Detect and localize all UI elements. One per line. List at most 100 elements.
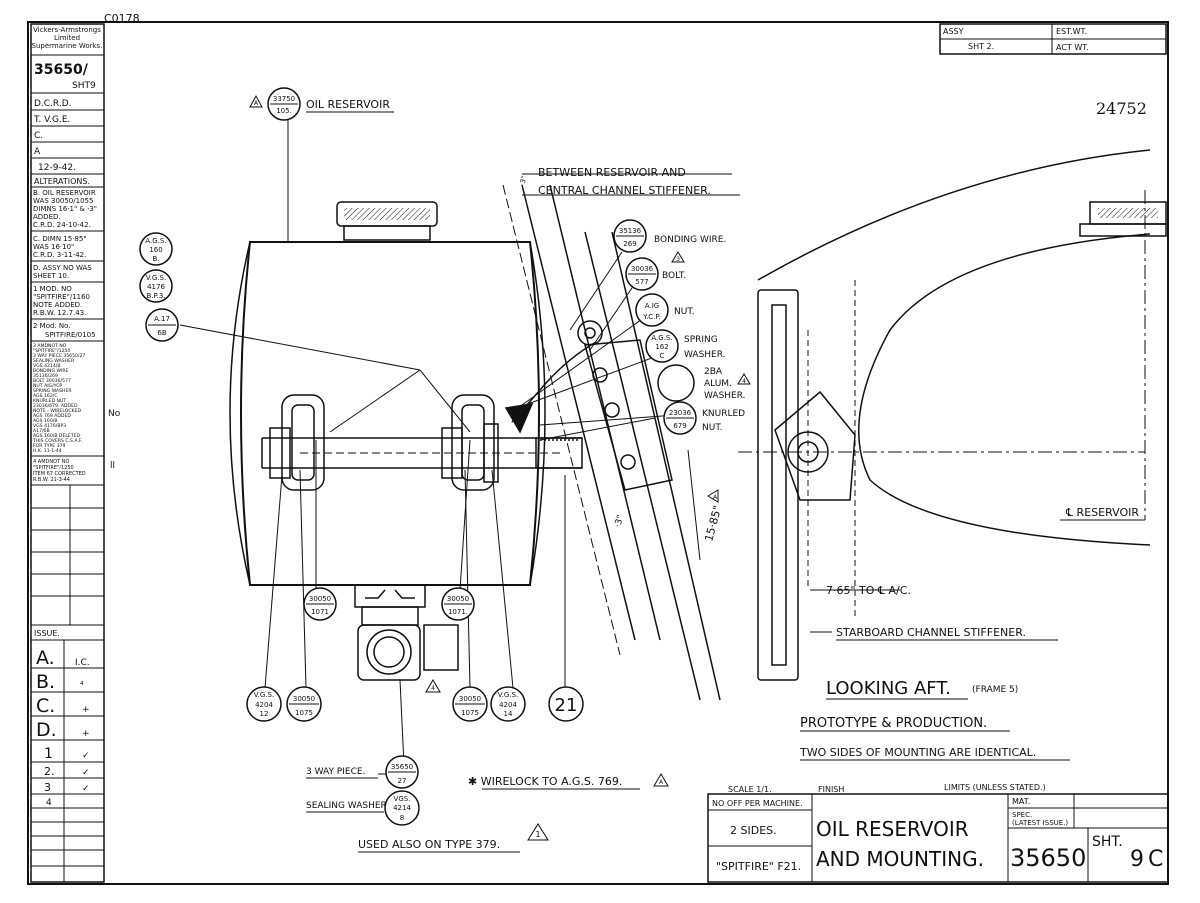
alteration-line: NOTE ADDED. — [33, 301, 82, 309]
delta-label: A — [254, 100, 259, 107]
firm-line-2: Limited — [54, 34, 80, 42]
callout-line: VGS. — [394, 795, 411, 803]
alteration-line: ADDED. — [33, 213, 61, 221]
callout-num: 30050 — [447, 595, 469, 603]
margin-note: No — [108, 409, 121, 419]
alteration-line: 1 MOD. NO — [33, 285, 72, 293]
alteration-line: C.R.D. 24-10-42. — [33, 221, 91, 229]
delta-label: 4 — [742, 378, 746, 385]
callout-num: A.IG — [645, 302, 659, 310]
callout-label: ALUM. — [704, 379, 732, 389]
approval-dcrd: D.C.R.D. — [34, 99, 72, 109]
revision-column: Vickers-Armstrongs Limited Supermarine W… — [30, 23, 105, 883]
sheet-ref: SHT9 — [72, 81, 96, 91]
revision-delta-icon: A — [653, 773, 669, 787]
issue-table: A. I.C. B. ⁴ C. + D. + 1 ✓ 2. ✓ 3 ✓ 4 — [31, 640, 104, 882]
title-drawing-no: 35650 — [1010, 844, 1086, 872]
alteration-line: R.B.W. 12.7.43. — [33, 309, 86, 317]
callout-den: 27 — [398, 777, 407, 785]
callout-label: SPRING — [684, 335, 718, 345]
alteration-line: WAS 16·10" — [33, 243, 74, 251]
callout-line: B. — [152, 255, 159, 263]
two-sides-note: TWO SIDES OF MOUNTING ARE IDENTICAL. — [799, 746, 1036, 759]
callout-number: 21 — [555, 695, 578, 716]
callout-label: NUT. — [674, 307, 695, 317]
issue-initials: ⁴ — [80, 681, 84, 691]
alteration3-line: 35136/269 — [33, 373, 58, 379]
looking-aft-view — [738, 149, 1167, 681]
handwritten-number: 24752 — [1096, 99, 1147, 118]
alteration3-line: H.K. 11-1-44 — [33, 448, 62, 454]
limits-label: LIMITS (UNLESS STATED.) — [944, 783, 1046, 792]
callout-num: 35650 — [391, 763, 413, 771]
alteration3-line: VGS 4214/8 — [33, 363, 60, 369]
callout-line: 12 — [260, 710, 269, 718]
callout-line: A.G.S. — [145, 237, 166, 245]
alteration4-line: R.B.W. 21-3-44 — [33, 477, 70, 483]
callout-label: BOLT. — [662, 271, 686, 281]
issue-initials: ✓ — [82, 784, 90, 794]
callout-num: 30050 — [459, 695, 481, 703]
alteration-line: C. DIMN 15·85" — [33, 235, 87, 243]
between-label-2: CENTRAL CHANNEL STIFFENER. — [538, 184, 711, 197]
delta-label: A — [659, 779, 664, 786]
alterations-title: ALTERATIONS. — [34, 177, 90, 186]
callout-label: NUT. — [702, 423, 723, 433]
callout-label: BONDING WIRE. — [654, 235, 726, 245]
est-weight-label: EST.WT. — [1056, 27, 1087, 36]
callout-vgs4204-right: V.G.S. 4204 14 — [490, 686, 526, 722]
view-title: LOOKING AFT. — [826, 678, 951, 699]
callout-line: V.G.S. — [498, 691, 518, 699]
spec-label: SPEC. — [1012, 811, 1032, 819]
callout-sealing-washer: SEALING WASHER VGS. 4214 8 — [306, 790, 420, 826]
alteration3-line: "SPITFIRE"/1250 — [33, 348, 70, 354]
issue-letter: A. — [36, 647, 55, 669]
callout-den: 577 — [635, 278, 648, 286]
alteration3-line: A17/6B — [33, 428, 50, 434]
callout-line: 8 — [400, 814, 404, 822]
callout-30050-1071-right: 30050 1071. — [441, 587, 475, 621]
dimension-15-85: 15·85" — [702, 504, 724, 543]
callout-line: C — [660, 352, 665, 360]
callout-den: 269 — [623, 240, 636, 248]
assy-box: ASSY SHT 2. EST.WT. ACT WT. — [939, 23, 1167, 55]
drawing-title-2: AND MOUNTING. — [816, 847, 984, 871]
callout-oil-reservoir: 33750 105. OIL RESERVOIR — [267, 87, 394, 121]
finish-label: FINISH — [818, 785, 844, 794]
callout-ags160: A.G.S. 160 B. — [139, 232, 173, 266]
callout-30050-1075-right: 30050 1075 — [452, 686, 488, 722]
callout-bolt: 30036 577 BOLT. — [625, 257, 686, 291]
alteration4-line: ITEM 67 CORRECTED — [33, 471, 86, 477]
delta-label: A — [713, 494, 718, 501]
callout-line: 4176 — [147, 283, 165, 291]
callout-num: 35136 — [619, 227, 642, 235]
revision-delta-icon: A — [249, 94, 263, 108]
starboard-stiffener-label: STARBOARD CHANNEL STIFFENER. — [836, 626, 1026, 639]
callout-line: V.G.S. — [254, 691, 274, 699]
alteration3-line: NOTE - WIRELOCKED — [33, 408, 81, 414]
callout-label: WASHER. — [684, 350, 726, 360]
assy-label: ASSY — [943, 27, 964, 36]
alteration3-line: AGS 162/C — [33, 393, 58, 399]
alterations-list: B. OIL RESERVOIR WAS 30050/1055 DIMNS 16… — [31, 189, 104, 342]
revision-delta-icon: 3 — [671, 251, 685, 263]
alteration3-line: AGS 160/B — [33, 418, 57, 424]
alteration-line: "SPITFIRE"/1160 — [33, 293, 90, 301]
issue-letter: 1 — [44, 746, 53, 762]
callout-line: A.G.S. — [651, 334, 672, 342]
alteration-line: DIMNS 16·1" & ·3" — [33, 205, 97, 213]
callout-den: 105. — [276, 107, 292, 115]
callout-label: 3 WAY PIECE. — [306, 767, 365, 777]
corner-ref: C0178 — [104, 12, 140, 25]
approval-a: A — [34, 147, 41, 157]
alteration3-line: SEALING WASHER — [33, 358, 75, 364]
issue-letter: 3 — [44, 781, 51, 794]
alteration-line: WAS 30050/1055 — [33, 197, 93, 205]
callout-label: SEALING WASHER — [306, 801, 387, 811]
sheet-border — [27, 21, 1169, 885]
alteration3-line: 23036/679. ADDED — [33, 403, 78, 409]
callout-spring-washer: A.G.S. 162 C SPRING WASHER. — [645, 329, 726, 363]
callout-vgs4204-left: V.G.S. 4204 12 — [246, 686, 282, 722]
alteration3-line: SPRING WASHER — [33, 388, 72, 394]
callout-nut: A.IG Y.C.P. NUT. — [635, 293, 695, 327]
